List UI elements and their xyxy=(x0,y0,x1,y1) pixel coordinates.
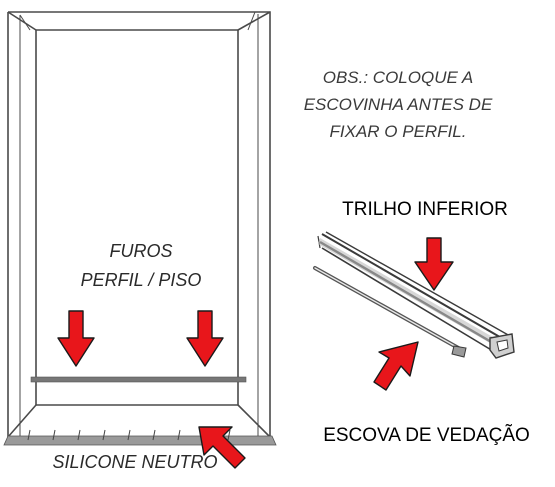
holes-label: FUROS PERFIL / PISO xyxy=(38,237,244,295)
enclosure-frame xyxy=(7,11,271,438)
silicone-floor-band xyxy=(3,429,277,446)
note-line-2: ESCOVINHA ANTES DE xyxy=(303,95,493,114)
note-line-1: OBS.: COLOQUE A xyxy=(322,68,474,87)
red-arrow-icon xyxy=(57,310,246,469)
silicone-arrow-icon xyxy=(198,426,246,469)
rail-arrow-icon xyxy=(414,237,454,291)
floor-profile-bar xyxy=(30,376,247,383)
holes-left-arrow-icon xyxy=(57,310,95,367)
note-line-3: FIXAR O PERFIL. xyxy=(329,122,467,141)
holes-label-line-1: FUROS xyxy=(109,241,173,261)
bottom-rail-label: TRILHO INFERIOR xyxy=(342,199,508,220)
holes-label-line-2: PERFIL / PISO xyxy=(80,270,202,290)
silicone-label: SILICONE NEUTRO xyxy=(52,452,218,472)
aluminum-rail-icon xyxy=(313,231,515,359)
seal-brush-label: ESCOVA DE VEDAÇÃO xyxy=(323,425,530,446)
brush-arrow-icon xyxy=(373,341,419,391)
installation-note: OBS.: COLOQUE A ESCOVINHA ANTES DE FIXAR… xyxy=(268,64,528,145)
holes-right-arrow-icon xyxy=(186,310,224,367)
